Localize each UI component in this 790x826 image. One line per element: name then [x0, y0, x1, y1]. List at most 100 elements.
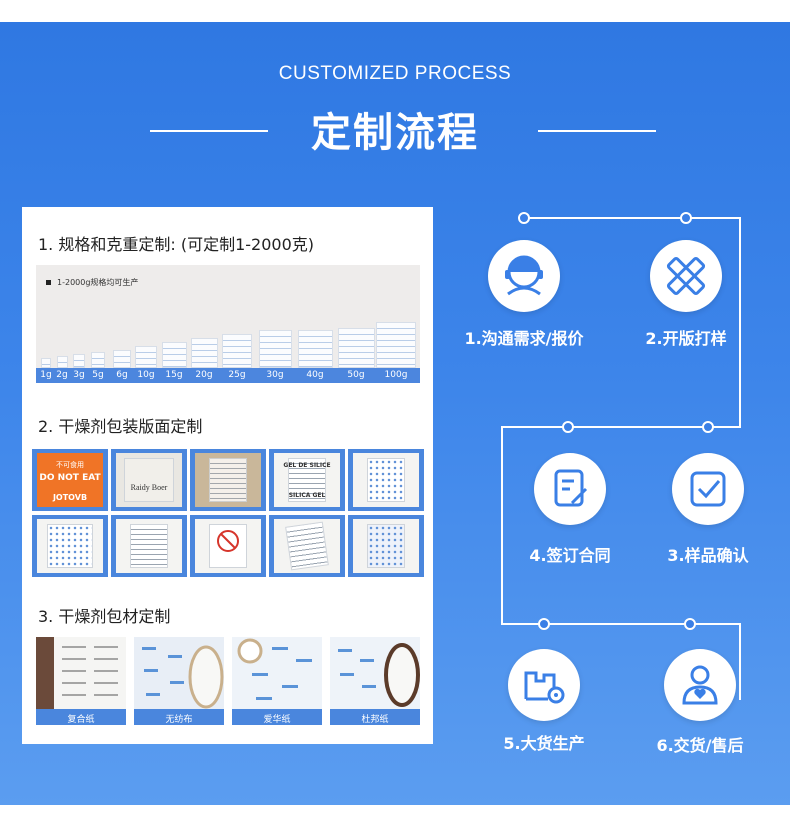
desiccant-packet — [56, 356, 68, 368]
roll-label-bar: 无纺布 — [134, 709, 224, 725]
sample-bag-image — [353, 519, 419, 573]
customer-service-icon — [505, 255, 543, 296]
bag-shape — [288, 458, 326, 502]
flow-node — [538, 618, 550, 630]
layout-sample-tile — [269, 515, 345, 577]
flow-connector-lines — [501, 217, 741, 700]
roll-image — [330, 637, 420, 711]
layout-sample-tile — [190, 515, 266, 577]
bag-shape — [367, 458, 405, 502]
layout-sample-tile: Raidy Boer — [111, 449, 187, 511]
tile-brand-text: Raidy Boer — [130, 483, 168, 492]
size-label: 30g — [266, 370, 284, 380]
customization-panel: 1. 规格和克重定制: (可定制1-2000克) 1-2000g规格均可生产 1… — [22, 207, 433, 744]
tile-main-text: SILICA GEL — [288, 492, 326, 499]
material-roll-card: 爱华纸 — [232, 637, 322, 725]
layout-sample-tile — [190, 449, 266, 511]
size-label: 3g — [73, 370, 85, 380]
layout-sample-tile — [348, 449, 424, 511]
sample-bag-image — [195, 519, 261, 573]
flow-node — [684, 618, 696, 630]
tile-top-text: 不可食用 — [56, 461, 84, 469]
spec-note: 1-2000g规格均可生产 — [46, 277, 138, 288]
step-5-circle — [508, 649, 580, 721]
material-roll-card: 无纺布 — [134, 637, 224, 725]
bag-shape — [367, 524, 405, 568]
size-label: 5g — [92, 370, 104, 380]
size-label: 15g — [165, 370, 183, 380]
roll-label-bar: 复合纸 — [36, 709, 126, 725]
no-eat-icon — [217, 530, 239, 552]
layout-sample-tile — [32, 515, 108, 577]
desiccant-packet — [113, 350, 131, 368]
flow-node — [562, 421, 574, 433]
desiccant-packet — [258, 330, 292, 368]
layout-sample-tile — [348, 515, 424, 577]
size-label: 20g — [195, 370, 213, 380]
roll-label-bar: 爱华纸 — [232, 709, 322, 725]
sample-bag-image — [116, 519, 182, 573]
flow-node — [680, 212, 692, 224]
step-1-label: 1.沟通需求/报价 — [464, 329, 584, 348]
material-section-heading: 3. 干燥剂包材定制 — [38, 607, 171, 626]
page-subtitle: CUSTOMIZED PROCESS — [278, 63, 512, 84]
layout-sample-tile: 不可食用 DO NOT EAT JOTOVB — [32, 449, 108, 511]
material-roll-card: 杜邦纸 — [330, 637, 420, 725]
bag-shape — [124, 458, 174, 502]
bag-shape — [47, 524, 93, 568]
layout-sample-tile — [111, 515, 187, 577]
checkbox-icon — [690, 471, 726, 507]
bag-shape — [209, 458, 247, 502]
tile-brand-text: JOTOVB — [52, 493, 88, 502]
layout-section-heading: 2. 干燥剂包装版面定制 — [38, 417, 203, 436]
desiccant-packet — [73, 354, 85, 368]
step-3-circle — [672, 453, 744, 525]
sample-bag-image: Raidy Boer — [116, 453, 182, 507]
ruler-pencil-icon — [666, 256, 706, 296]
roll-image — [36, 637, 126, 711]
user-heart-icon — [682, 665, 718, 705]
step-3-label: 3.样品确认 — [667, 546, 749, 565]
flow-node — [702, 421, 714, 433]
title-divider-right — [538, 130, 656, 132]
bag-shape — [285, 521, 329, 571]
desiccant-packet — [161, 342, 187, 368]
layout-sample-tile: GEL DE SILICE SILICA GEL — [269, 449, 345, 511]
step-5-label: 5.大货生产 — [503, 734, 585, 753]
bag-shape — [209, 524, 247, 568]
sample-bag-image — [37, 519, 103, 573]
step-2-label: 2.开版打样 — [645, 329, 727, 348]
sample-bag-image: 不可食用 DO NOT EAT JOTOVB — [37, 453, 103, 507]
packet-lineup — [36, 265, 420, 368]
roll-label: 复合纸 — [67, 715, 95, 725]
desiccant-packet — [190, 338, 218, 368]
step-4-circle — [534, 453, 606, 525]
desiccant-packet — [91, 352, 105, 368]
desiccant-packet — [135, 346, 157, 368]
desiccant-packet — [376, 322, 416, 368]
bag-shape — [130, 524, 168, 568]
desiccant-packet — [41, 358, 51, 368]
size-label: 1g — [40, 370, 52, 380]
sample-bag-image — [195, 453, 261, 507]
roll-label: 杜邦纸 — [361, 715, 389, 725]
sample-bag-image: GEL DE SILICE SILICA GEL — [274, 453, 340, 507]
size-label: 50g — [347, 370, 365, 380]
step-4-label: 4.签订合同 — [529, 546, 611, 565]
material-roll-card: 复合纸 — [36, 637, 126, 725]
roll-label: 无纺布 — [165, 715, 193, 725]
desiccant-packet — [337, 328, 375, 368]
roll-image — [232, 637, 322, 711]
spec-section-heading: 1. 规格和克重定制: (可定制1-2000克) — [38, 235, 314, 254]
step-1-circle — [488, 240, 560, 312]
desiccant-packet — [297, 330, 333, 368]
roll-label: 爱华纸 — [263, 715, 291, 725]
title-row: 定制流程 — [0, 100, 790, 162]
tile-main-text: DO NOT EAT — [39, 473, 101, 483]
material-roll-row: 复合纸 无纺布 — [36, 637, 426, 727]
roll-image — [134, 637, 224, 711]
size-label: 100g — [384, 370, 408, 380]
size-label: 6g — [116, 370, 128, 380]
